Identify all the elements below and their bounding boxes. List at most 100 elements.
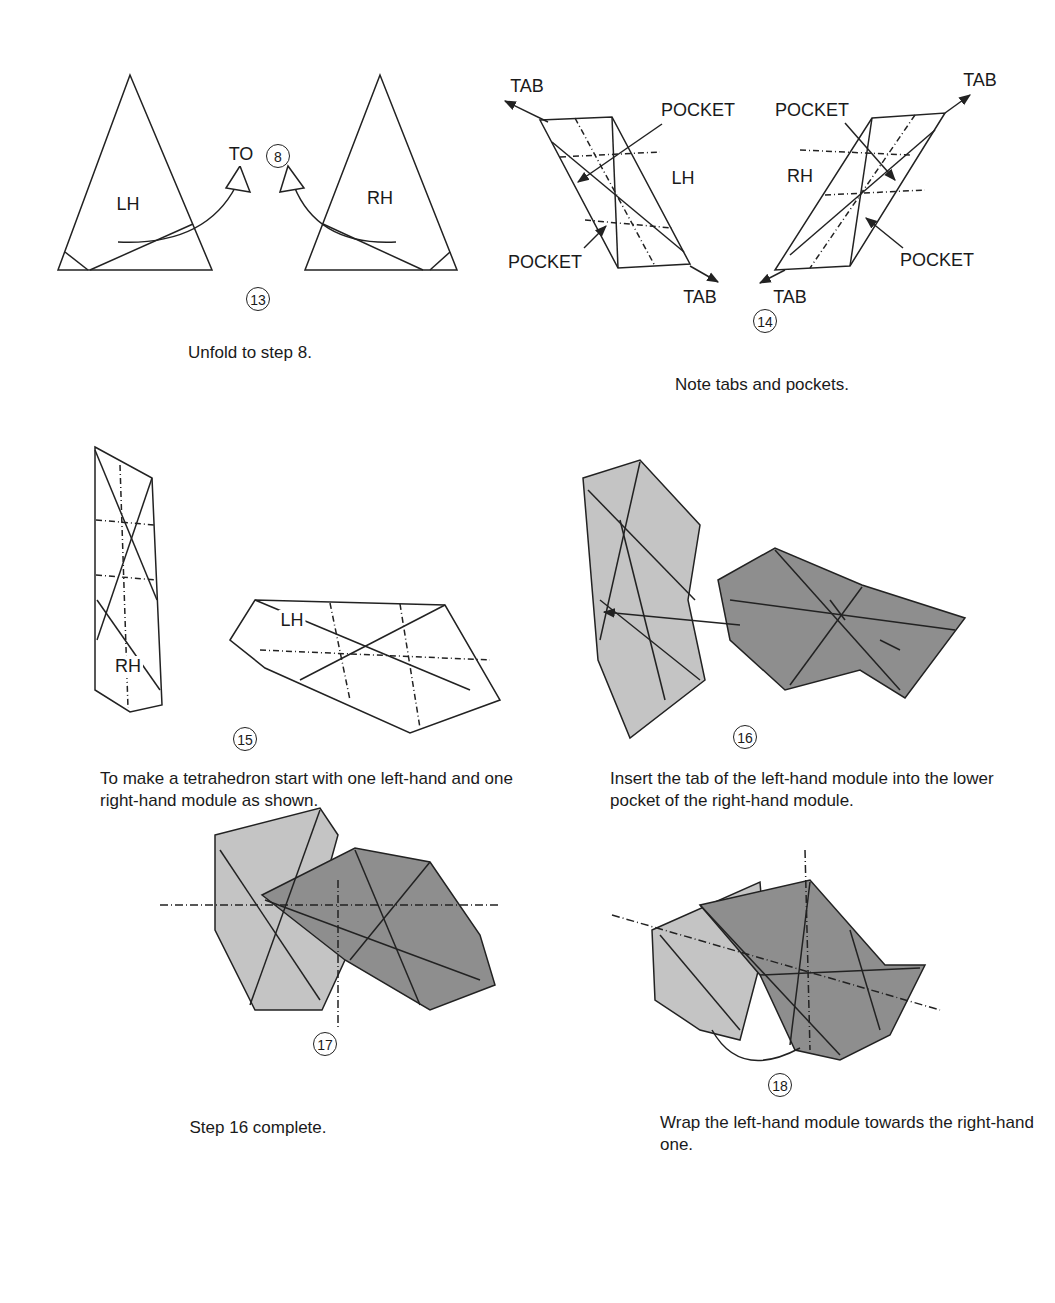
rh-module-upright: [96, 520, 155, 525]
lh-module-shaded: [604, 548, 965, 698]
rh-module: [760, 270, 785, 283]
part-label: POCKET: [659, 100, 737, 122]
lh-triangle: [90, 224, 193, 270]
lh-module-flat: [230, 600, 500, 733]
rh-module-shaded: [583, 460, 705, 738]
rh-module-upright: [96, 575, 157, 580]
wrapping-tetrahedron: [760, 968, 920, 975]
lh-triangle: [58, 75, 212, 270]
step-number: 13: [246, 287, 270, 311]
wrapping-tetrahedron: [712, 1030, 800, 1060]
lh-module-shaded: [604, 612, 740, 625]
rh-module-upright: [95, 447, 162, 712]
lh-module-shaded: [830, 600, 845, 620]
partial-tetrahedron: [220, 850, 320, 1000]
part-label: LH: [669, 168, 696, 190]
lh-triangle: [65, 252, 88, 270]
instruction-text: Wrap the left-hand module towards the ri…: [660, 1112, 1040, 1156]
rh-triangle: [280, 166, 304, 192]
partial-tetrahedron: [160, 810, 500, 1030]
part-label: RH: [365, 188, 395, 210]
rh-module-upright: [97, 600, 160, 690]
rh-module-shaded: [620, 520, 665, 700]
lh-module-flat: [260, 650, 490, 660]
instruction-text: Unfold to step 8.: [186, 343, 314, 363]
rh-module: [845, 123, 895, 180]
lh-module-flat: [400, 604, 420, 728]
part-label: TO: [227, 144, 256, 166]
lh-module-flat: [300, 605, 445, 680]
part-label: TAB: [771, 287, 809, 309]
part-label: RH: [113, 656, 143, 678]
instruction-text: Note tabs and pockets.: [673, 375, 851, 395]
rh-triangle: [430, 252, 450, 270]
part-label: RH: [785, 166, 815, 188]
wrapping-tetrahedron: [612, 915, 940, 1010]
part-label: POCKET: [773, 100, 851, 122]
lh-module: [584, 226, 606, 248]
lh-module: [690, 266, 718, 282]
lh-module: [505, 101, 718, 282]
rh-module-upright: [97, 478, 152, 640]
part-label: TAB: [681, 287, 719, 309]
step-number: 18: [768, 1073, 792, 1097]
rh-module: [800, 150, 910, 155]
rh-module-shaded: [588, 490, 695, 600]
lh-module-flat: [230, 600, 500, 733]
wrapping-tetrahedron: [612, 850, 940, 1060]
step-number: 14: [753, 309, 777, 333]
wrapping-tetrahedron: [700, 880, 925, 1060]
rh-module: [945, 95, 970, 113]
lh-module-shaded: [730, 600, 955, 630]
partial-tetrahedron: [337, 880, 339, 1030]
lh-module: [585, 220, 672, 228]
rh-module-shaded: [588, 462, 700, 700]
lh-module: [575, 118, 655, 266]
lh-module: [552, 142, 684, 252]
lh-module-shaded: [880, 640, 900, 650]
lh-module-flat: [255, 600, 470, 690]
lh-module-shaded: [790, 587, 862, 685]
part-label: POCKET: [898, 250, 976, 272]
part-label: POCKET: [506, 252, 584, 274]
lh-triangle: [226, 166, 250, 192]
wrapping-tetrahedron: [700, 905, 840, 1055]
step-number: 16: [733, 725, 757, 749]
rh-triangle: [305, 75, 457, 270]
partial-tetrahedron: [350, 862, 430, 960]
partial-tetrahedron: [265, 900, 480, 980]
instruction-text: Step 16 complete.: [187, 1118, 328, 1138]
step-number: 17: [313, 1032, 337, 1056]
lh-module-shaded: [604, 550, 955, 690]
rh-triangle: [294, 186, 396, 242]
partial-tetrahedron: [355, 850, 420, 1005]
wrapping-tetrahedron: [805, 850, 810, 1050]
rh-module-upright: [95, 447, 162, 712]
step-number: 15: [233, 727, 257, 751]
lh-module-shaded: [718, 548, 965, 698]
rh-module-shaded: [583, 460, 705, 738]
lh-module: [540, 117, 690, 268]
part-label: TAB: [961, 70, 999, 92]
lh-module: [560, 152, 660, 157]
lh-module-flat: [330, 603, 350, 700]
partial-tetrahedron: [160, 904, 500, 906]
part-label: TAB: [508, 76, 546, 98]
rh-triangle: [323, 224, 423, 270]
rh-module: [825, 190, 925, 195]
part-label: LH: [114, 194, 141, 216]
lh-triangle: [58, 75, 250, 270]
part-label: LH: [278, 610, 305, 632]
step-number: 8: [266, 144, 290, 168]
rh-module: [810, 115, 915, 268]
lh-module: [612, 117, 618, 268]
rh-triangle: [280, 75, 457, 270]
instruction-text: Insert the tab of the left-hand module i…: [610, 768, 1045, 812]
wrapping-tetrahedron: [850, 930, 880, 1030]
wrapping-tetrahedron: [612, 850, 940, 1060]
instruction-text: To make a tetrahedron start with one lef…: [100, 768, 540, 812]
rh-module: [775, 113, 945, 270]
lh-module: [505, 101, 548, 122]
